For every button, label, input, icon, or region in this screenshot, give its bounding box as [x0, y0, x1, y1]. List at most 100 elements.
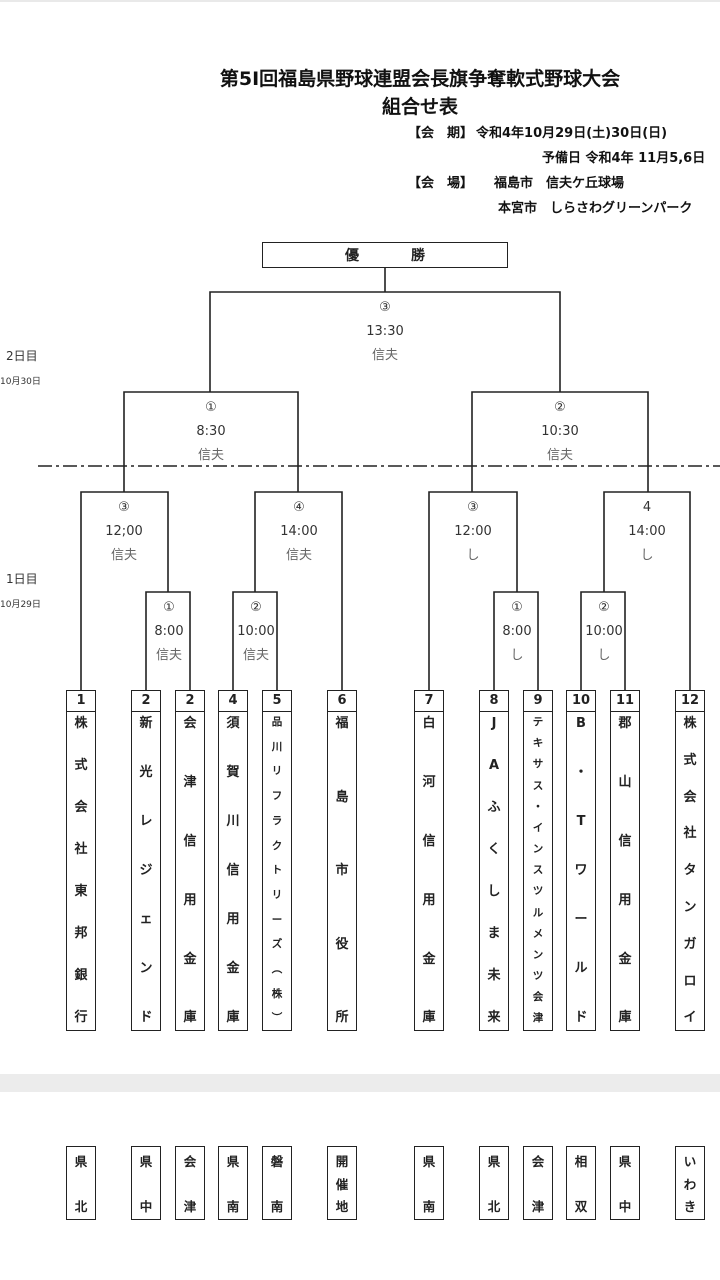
team-name-char: リ: [271, 765, 283, 778]
team-name-char: 会: [74, 800, 88, 816]
game-venue: 信夫: [242, 648, 269, 663]
team-region: 県中: [131, 1146, 161, 1220]
reserve-date: 予備日 令和4年 11月5,6日: [542, 151, 706, 166]
game-venue: し: [597, 648, 611, 663]
team-name-char: 金: [422, 951, 436, 967]
game-no: ①: [163, 600, 175, 615]
team-name-char: ー: [574, 912, 588, 928]
venue-2: 本宮市 しらさわグリーンパーク: [498, 201, 693, 216]
team-number: 11: [611, 691, 639, 712]
team-name-char: 河: [422, 774, 436, 790]
team-name-char: 庫: [422, 1010, 436, 1026]
team-name-char: 邦: [74, 926, 88, 942]
game-no: 4: [642, 500, 652, 515]
team-name-char: 来: [487, 1010, 501, 1026]
team-name-char: リ: [271, 888, 283, 901]
team-name-char: 金: [183, 951, 197, 967]
region-char: 会: [531, 1154, 545, 1169]
team-number: 10: [567, 691, 595, 712]
team-number: 12: [676, 691, 704, 712]
team-name-char: 社: [683, 826, 697, 842]
team-region: 県北: [479, 1146, 509, 1220]
team-name-char: ク: [271, 839, 283, 852]
game-venue: し: [510, 648, 524, 663]
team-number: 2: [176, 691, 204, 712]
region-char: 県: [618, 1154, 632, 1169]
team-name-char: ス: [532, 779, 544, 792]
region-char: き: [683, 1199, 697, 1214]
region-char: 県: [74, 1154, 88, 1169]
region-char: い: [683, 1154, 697, 1169]
period-value: 令和4年10月29日(土)30日(日): [476, 126, 668, 141]
team-name-char: J: [491, 716, 497, 731]
team-name-char: ン: [683, 899, 697, 915]
region-char: 開: [335, 1154, 349, 1169]
game-no: ③: [118, 500, 130, 515]
team-region: 相双: [566, 1146, 596, 1220]
team-name-char: ・: [574, 765, 588, 781]
team-name-char: 株: [74, 716, 88, 731]
team-name-char: 光: [139, 765, 153, 781]
team-name-char: 庫: [226, 1010, 240, 1026]
team-name-char: ン: [532, 843, 544, 856]
team-name-char: 津: [532, 1012, 544, 1025]
team-name-char: ン: [532, 948, 544, 961]
game-no: ②: [598, 600, 610, 615]
team-name: 新光レジェンド: [132, 712, 160, 1030]
team-name-char: ︶: [271, 1012, 283, 1025]
venue-1: 福島市 信夫ケ丘球場: [494, 176, 625, 191]
team-name-char: 所: [335, 1010, 349, 1026]
team-name-char: ス: [532, 864, 544, 877]
team-name-char: ロ: [683, 973, 697, 989]
game-time: 8:00: [502, 624, 532, 639]
region-char: 磐: [270, 1154, 284, 1169]
team-name-char: ふ: [487, 800, 501, 816]
team-name: 株式会社タンガロイ: [676, 712, 704, 1030]
page-subtitle: 組合せ表: [381, 96, 458, 118]
team-name-char: 東: [74, 884, 88, 900]
team-name-char: 用: [618, 892, 632, 908]
team-region: 県北: [66, 1146, 96, 1220]
team-number: 9: [524, 691, 552, 712]
team-number: 2: [132, 691, 160, 712]
game-time: 12:00: [454, 524, 492, 539]
team-name: 須賀川信用金庫: [219, 712, 247, 1030]
team-name-char: 市: [335, 863, 349, 879]
team-name-char: 用: [183, 892, 197, 908]
team-name: 品川リフラクトリーズ︵株︶: [263, 712, 291, 1030]
team-name-char: ズ: [271, 938, 283, 951]
team-name-char: 新: [139, 716, 153, 731]
team-name-char: し: [487, 884, 501, 900]
game-no: ③: [467, 500, 479, 515]
team-name: テキサス・インスツルメンツ会津: [524, 712, 552, 1030]
team-region: 会津: [175, 1146, 205, 1220]
team-name-char: ラ: [271, 814, 283, 827]
region-char: 地: [335, 1199, 349, 1214]
team-name-char: 庫: [183, 1010, 197, 1026]
team-name-char: 信: [422, 833, 436, 849]
team-name-char: 会: [683, 789, 697, 805]
game-no: ②: [250, 600, 262, 615]
team-name-char: 島: [335, 789, 349, 805]
team-region: 磐南: [262, 1146, 292, 1220]
region-char: 中: [139, 1199, 153, 1214]
region-char: 会: [183, 1154, 197, 1169]
region-char: 相: [574, 1154, 588, 1169]
game-time: 8:30: [196, 424, 226, 439]
team-name-char: 川: [226, 814, 240, 830]
team-name-char: 庫: [618, 1010, 632, 1026]
venue-label: 【会 場】: [408, 176, 474, 191]
team-name-char: ワ: [574, 863, 588, 879]
team-name-char: 銀: [74, 968, 88, 984]
